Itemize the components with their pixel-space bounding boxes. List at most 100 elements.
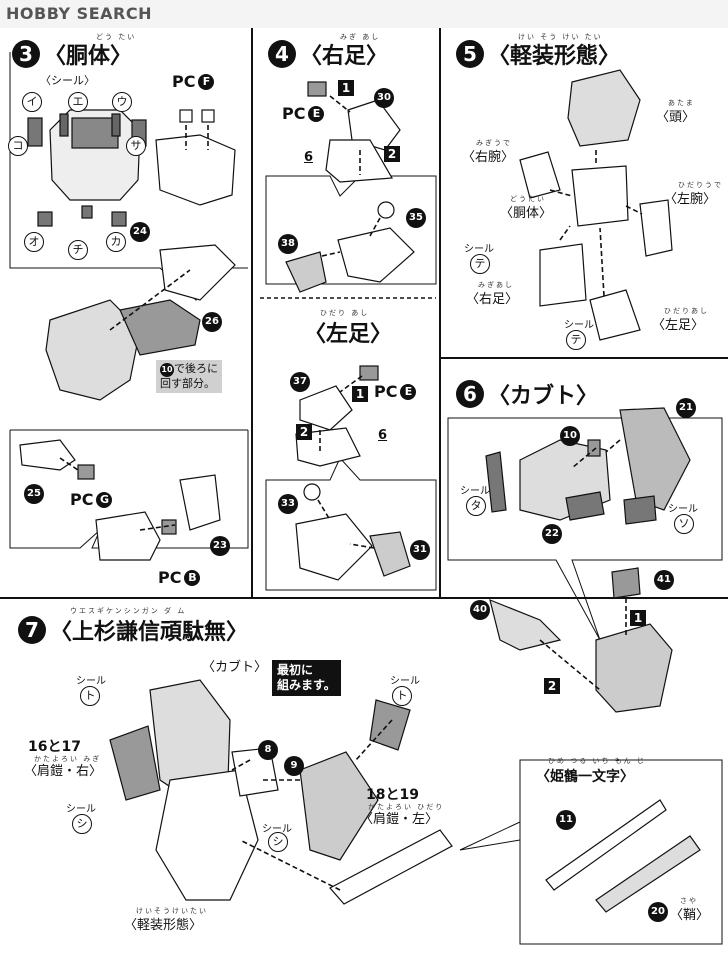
pc-g-letter: G	[96, 491, 113, 508]
part-38: 38	[278, 234, 298, 254]
part-8: 8	[258, 740, 278, 760]
shoulder-right-label: 〈肩鎧・右〉	[24, 764, 103, 779]
left-leg5-label: 〈左足〉	[652, 318, 705, 333]
left-leg-ruby: ひだり あし	[320, 309, 370, 317]
left-leg5-ruby: ひだりあし	[664, 307, 709, 315]
left-leg-order-2: 2	[296, 424, 312, 440]
shoulder-left-label: 〈肩鎧・左〉	[360, 812, 439, 827]
step4-order-2: 2	[384, 146, 400, 162]
part-23: 23	[210, 536, 230, 556]
step3-title: 3 〈胴体〉	[12, 38, 132, 70]
seal-kana-sa: サ	[126, 136, 146, 156]
note-part-10: 10	[160, 363, 174, 377]
shoulder-left-ruby: かたよろい ひだり	[368, 803, 445, 811]
part-41: 41	[654, 570, 674, 590]
step7-title: 7 〈上杉謙信頑駄無〉	[18, 614, 248, 646]
sword-ruby: ひめ つる いち もん じ	[548, 757, 646, 765]
seal-so-label: シール	[668, 504, 698, 515]
left-leg-order-1: 1	[352, 386, 368, 402]
part-40: 40	[470, 600, 490, 620]
note-build-line2: 組みます。	[277, 678, 336, 692]
part-35: 35	[406, 208, 426, 228]
seal-kana-o: オ	[24, 232, 44, 252]
base-form-label: 〈軽装形態〉	[124, 918, 203, 933]
torso-label: 〈胴体〉	[500, 206, 553, 221]
step4-title-text: 〈右足〉	[300, 44, 389, 69]
step6-order-2: 2	[544, 678, 560, 694]
sheath-ruby: さや	[680, 897, 698, 905]
seal-to-right: ト	[392, 686, 412, 706]
step5-title: 5 〈軽装形態〉	[456, 38, 620, 70]
step7-number: 7	[18, 616, 46, 644]
header-banner: HOBBY SEARCH	[0, 0, 728, 28]
logo-text: HOBBY SEARCH	[6, 4, 152, 23]
step5-title-text: 〈軽装形態〉	[488, 44, 621, 69]
pc-f-letter: F	[198, 73, 215, 90]
step6-order-1: 1	[630, 610, 646, 626]
base-form-ruby: けいそうけいたい	[136, 907, 208, 915]
step7-ruby: ウエスギケンシンガン ダ ム	[70, 607, 187, 615]
sword-title: 〈姫鶴一文字〉	[536, 769, 634, 785]
kabuto-label: 〈カブト〉	[202, 660, 268, 675]
seal-te-1-label: シール	[464, 244, 494, 255]
part-24: 24	[130, 222, 150, 242]
step4-number: 4	[268, 40, 296, 68]
seal-to-right-label: シール	[390, 676, 420, 687]
seal-label: 〈シール〉	[40, 74, 95, 87]
note-line1: で後ろに	[174, 362, 218, 375]
left-leg-pc-e-text: PC	[374, 382, 398, 401]
seal-kana-chi: チ	[68, 240, 88, 260]
seal-te-1: テ	[470, 254, 490, 274]
left-leg-title-text: 〈左足〉	[304, 322, 393, 347]
seal-ta-label: シール	[460, 486, 490, 497]
part-30: 30	[374, 88, 394, 108]
pc-b-letter: B	[184, 569, 201, 586]
seal-te-2: テ	[566, 330, 586, 350]
part-25: 25	[24, 484, 44, 504]
step5-number: 5	[456, 40, 484, 68]
head-ruby: あたま	[668, 99, 695, 107]
parts-16-17: 16と17	[28, 739, 81, 755]
seal-kana-ka: カ	[106, 232, 126, 252]
step6-title-text: 〈カブト〉	[488, 384, 599, 409]
note-line2: 回す部分。	[160, 377, 215, 390]
parts-18-19: 18と19	[366, 787, 419, 803]
seal-te-2-label: シール	[564, 320, 594, 331]
torso-ruby: どうたい	[510, 195, 546, 203]
part-26: 26	[202, 312, 222, 332]
seal-to-left-label: シール	[76, 676, 106, 687]
left-leg-pc-e-letter: E	[400, 383, 417, 400]
step5-ruby: けい そう けい たい	[518, 33, 603, 41]
seal-kana-u: ウ	[112, 92, 132, 112]
seal-kana-ko: コ	[8, 136, 28, 156]
shoulder-right-ruby: かたよろい みぎ	[34, 755, 102, 763]
hobby-search-logo: HOBBY SEARCH	[6, 4, 152, 23]
seal-kana-e: エ	[68, 92, 88, 112]
part-37: 37	[290, 372, 310, 392]
step7-note: 最初に 組みます。	[272, 660, 341, 696]
step6-title: 6 〈カブト〉	[456, 378, 598, 410]
step3-ruby: どう たい	[96, 33, 137, 41]
left-arm-label: 〈左腕〉	[664, 192, 717, 207]
seal-shi-left-label: シール	[66, 804, 96, 815]
right-arm-label: 〈右腕〉	[462, 150, 515, 165]
note-build-line1: 最初に	[277, 663, 314, 677]
part-6: 6	[304, 150, 314, 165]
sheath-label: 〈鞘〉	[670, 908, 710, 923]
head-label: 〈頭〉	[656, 110, 696, 125]
seal-ta: タ	[466, 496, 486, 516]
step3-note: 10で後ろに 回す部分。	[156, 360, 222, 393]
part-31: 31	[410, 540, 430, 560]
step4-ruby: みぎ あし	[340, 33, 381, 41]
part-20: 20	[648, 902, 668, 922]
seal-kana-i: イ	[22, 92, 42, 112]
part-10: 10	[560, 426, 580, 446]
step7-title-text: 〈上杉謙信頑駄無〉	[50, 620, 249, 645]
left-arm-ruby: ひだりうで	[678, 181, 723, 189]
seal-shi-left: シ	[72, 814, 92, 834]
seal-shi-right-label: シール	[262, 824, 292, 835]
part-22: 22	[542, 524, 562, 544]
